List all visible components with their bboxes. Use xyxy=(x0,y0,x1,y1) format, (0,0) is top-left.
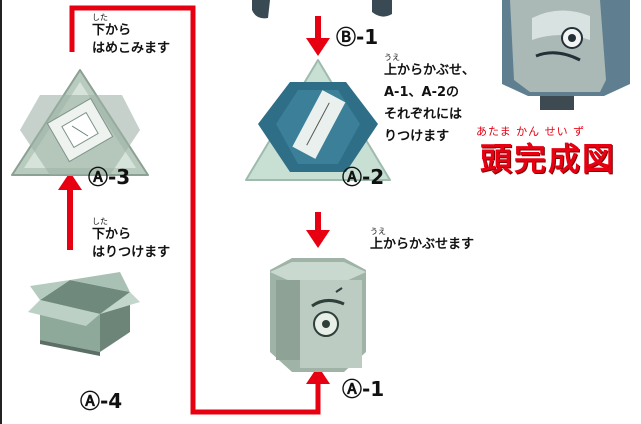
step-label-a3: Ⓐ-3 xyxy=(88,165,131,189)
instr-a2-line3: それぞれには xyxy=(384,107,463,122)
arrow-head-a4 xyxy=(58,172,82,190)
step-label-a4: Ⓐ-4 xyxy=(80,389,123,413)
arrow-head-a1 xyxy=(306,366,330,384)
step-label-a1: Ⓐ-1 xyxy=(342,377,385,401)
title-ruby: あたま かん せい ず xyxy=(476,125,586,138)
piece-a1-head xyxy=(270,258,366,372)
step-label-b1: Ⓑ-1 xyxy=(336,25,379,49)
instr-a2-line4: りつけます xyxy=(384,129,450,144)
instr-a2-ruby: うえ xyxy=(384,53,400,62)
instr-a1-line1: 上からかぶせます xyxy=(370,237,475,252)
figure-legs-partial xyxy=(252,0,392,19)
piece-a3-triangle xyxy=(11,69,149,176)
instr-a3-ruby: した xyxy=(92,13,108,22)
instr-a4-line2: はりつけます xyxy=(92,245,171,260)
left-border xyxy=(0,0,2,424)
arrow-head-a2 xyxy=(306,230,330,248)
instr-a2-line1: 上からかぶせ、 xyxy=(384,63,476,78)
instr-a2-line2: A-1、A-2の xyxy=(384,85,460,100)
instr-a4-ruby: した xyxy=(92,217,108,226)
piece-a2-hexagon xyxy=(245,59,391,181)
step-label-a2: Ⓐ-2 xyxy=(342,165,385,189)
instr-a1-ruby: うえ xyxy=(370,227,386,236)
piece-a4-box xyxy=(28,272,140,356)
routing-line xyxy=(69,5,321,415)
page-title: 頭完成図 xyxy=(480,140,617,178)
instr-a4-line1: 下から xyxy=(92,227,132,242)
instr-a3-line2: はめこみます xyxy=(92,41,171,56)
completed-head-figure xyxy=(502,0,630,110)
arrow-head-b1 xyxy=(306,38,330,56)
instr-a3-line1: 下から xyxy=(92,23,132,38)
